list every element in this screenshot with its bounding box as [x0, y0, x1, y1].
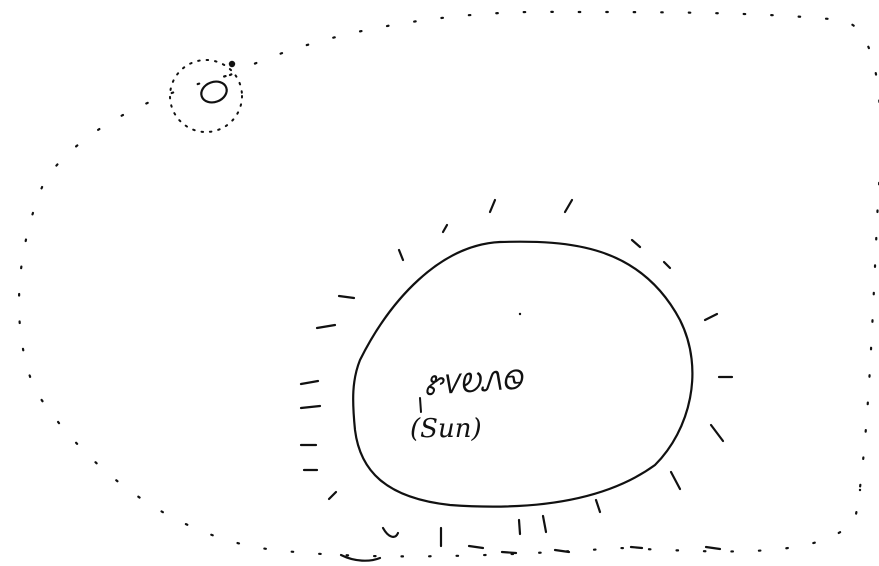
ink-speck [519, 313, 521, 315]
sun-label-group: ᏑᏙᎧᏁᏫ (Sun) [410, 365, 526, 444]
sun-script-label: ᏑᏙᎧᏁᏫ [423, 365, 525, 402]
moon-orbit [170, 60, 242, 132]
ink-speck [859, 489, 861, 491]
sun-label: (Sun) [410, 414, 482, 444]
planet-group [170, 60, 242, 132]
moon-dot [229, 61, 235, 67]
label-tick [420, 398, 421, 412]
sun-outline [353, 242, 692, 507]
planet-circle [198, 78, 229, 106]
planet-orbit [19, 12, 879, 557]
